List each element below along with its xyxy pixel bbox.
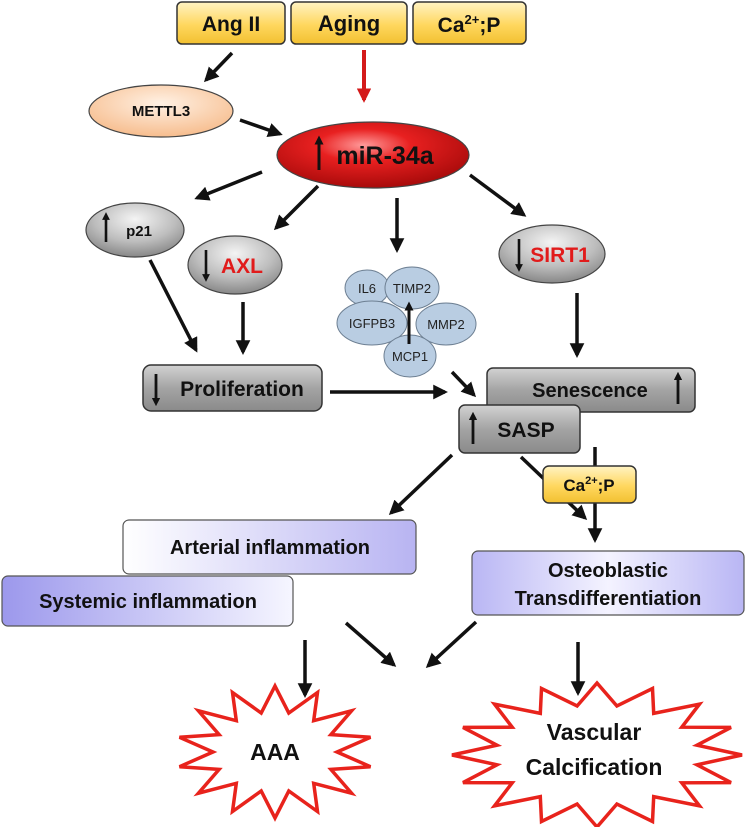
proliferation-label: Proliferation [180, 378, 304, 401]
senescence-label: Senescence [532, 380, 648, 402]
p21-label: p21 [126, 223, 152, 240]
aging-label: Aging [318, 11, 380, 36]
vascular-label-line1: Vascular [547, 719, 642, 745]
arrow-ang-to-mettl3 [203, 51, 234, 83]
aaa-label: AAA [250, 739, 300, 765]
senescence-box: Senescence [486, 367, 696, 413]
arrow-osteoblastic-to-center [425, 620, 478, 668]
sasp-box: SASP [458, 404, 581, 454]
arrow-mir34a-to-sirt1 [468, 173, 527, 217]
systemic-inflammation-label: Systemic inflammation [39, 591, 257, 613]
mettl3-label: METTL3 [132, 103, 190, 120]
mcp1-label: MCP1 [392, 349, 428, 364]
calcium-phosphate-box-top: Ca2+;P [412, 1, 527, 45]
sirt1-node: SIRT1 [498, 224, 606, 284]
igfbp3-label: IGFPB3 [349, 316, 395, 331]
proliferation-box: Proliferation [142, 364, 323, 412]
aaa-star-shape [178, 682, 372, 822]
sasp-label: SASP [497, 419, 554, 442]
osteoblastic-label-line2: Transdifferentiation [515, 588, 702, 610]
aging-box: Aging [290, 1, 408, 45]
axl-label: AXL [221, 255, 263, 278]
arrow-sasp-to-inflammation [388, 453, 454, 516]
axl-node: AXL [187, 235, 283, 295]
sasp-factor-cluster: IL6 TIMP2 IGFPB3 MMP2 MCP1 [336, 266, 477, 378]
arrow-mettl3-to-mir34a [239, 118, 283, 138]
systemic-inflammation-box: Systemic inflammation [1, 575, 294, 627]
p21-node: p21 [85, 202, 185, 258]
timp2-label: TIMP2 [393, 281, 431, 296]
arrow-p21-to-proliferation [148, 259, 198, 353]
arrow-mir34a-to-axl [273, 184, 320, 231]
arrow-factors-to-senescence [450, 370, 477, 398]
calcium-phosphate-label-top: Ca2+;P [438, 12, 501, 37]
arterial-inflammation-box: Arterial inflammation [122, 519, 417, 575]
mettl3-node: METTL3 [88, 84, 234, 138]
calcium-phosphate-box-small: Ca2+;P [542, 465, 637, 504]
mmp2-bubble [415, 302, 477, 346]
arrow-inflammation-to-center [344, 621, 397, 667]
osteoblastic-label-line1: Osteoblastic [548, 560, 668, 582]
mmp2-label: MMP2 [427, 317, 465, 332]
vascular-label-line2: Calcification [526, 754, 663, 780]
osteoblastic-transdifferentiation-box: Osteoblastic Transdifferentiation [471, 550, 745, 616]
vascular-calcification-starburst: Vascular Calcification [451, 680, 743, 827]
mir34a-node: miR-34a [276, 121, 470, 189]
calcium-phosphate-label-small: Ca2+;P [563, 475, 614, 495]
igfbp3-bubble [336, 300, 408, 346]
arterial-inflammation-label: Arterial inflammation [170, 537, 370, 559]
arrow-mir34a-to-p21 [194, 170, 263, 201]
vascular-calcification-star-shape [451, 680, 743, 827]
ang-ii-label: Ang II [202, 13, 260, 36]
ang-ii-box: Ang II [176, 1, 286, 45]
aaa-starburst: AAA [178, 682, 372, 822]
mir34a-label: miR-34a [336, 142, 434, 170]
sirt1-label: SIRT1 [530, 244, 590, 267]
il6-label: IL6 [358, 281, 376, 296]
